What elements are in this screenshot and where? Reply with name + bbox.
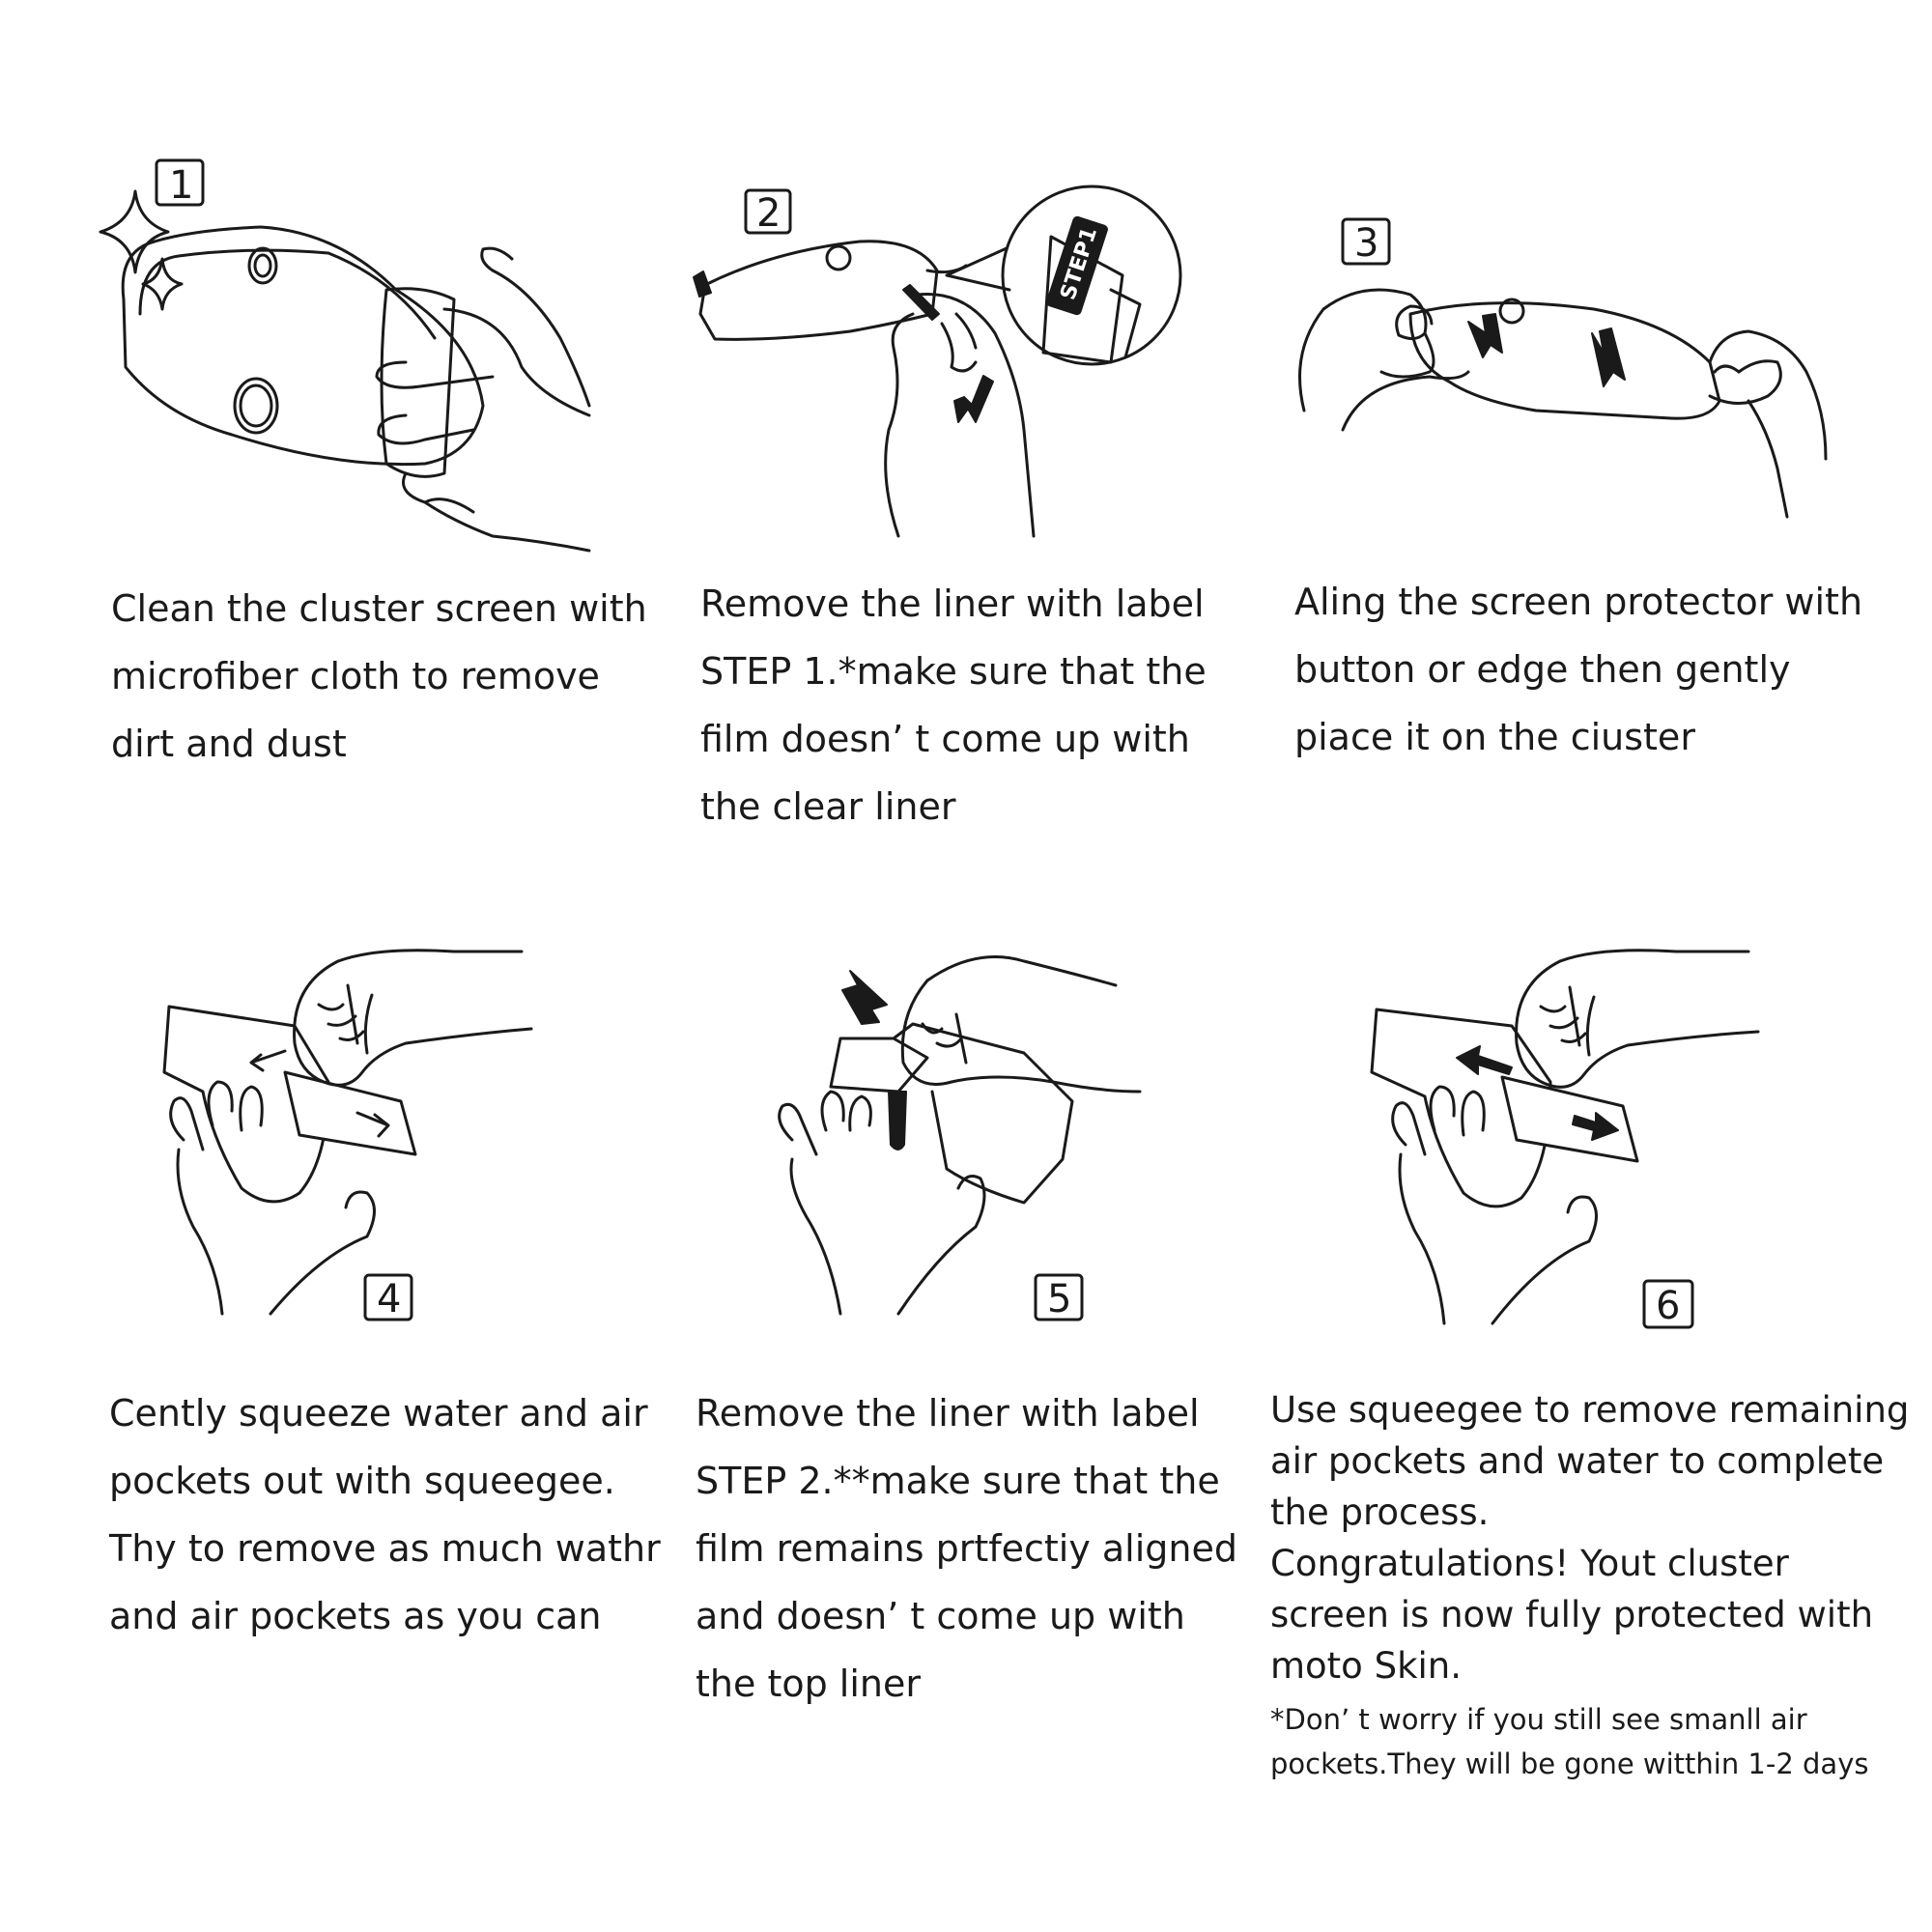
step-4-illustration: 4 bbox=[126, 947, 570, 1323]
step-3-badge: 3 bbox=[1341, 217, 1391, 266]
step-1-number: 1 bbox=[169, 163, 193, 208]
step-3-caption: Aling the screen protector with button o… bbox=[1294, 581, 1863, 758]
screen-protector bbox=[1408, 301, 1721, 420]
hand-icon bbox=[1391, 949, 1760, 1325]
step-4-caption: Cently squeeze water and air pockets out… bbox=[109, 1392, 661, 1637]
hand-icon bbox=[169, 949, 533, 1316]
down-arrow-icon bbox=[1591, 327, 1626, 387]
step-6-caption: Use squeegee to remove remaining air poc… bbox=[1270, 1389, 1910, 1687]
step-5-number: 5 bbox=[1047, 1277, 1071, 1321]
sparkle-icon bbox=[99, 189, 170, 274]
magnifier-callout: STEP1 bbox=[945, 185, 1182, 366]
step-3-illustration: 3 bbox=[1285, 217, 1835, 519]
step-1-caption: Clean the cluster screen with microfiber… bbox=[111, 587, 647, 765]
hand-icon bbox=[884, 284, 1036, 538]
step-2-badge: 2 bbox=[744, 188, 792, 236]
cluster-screen bbox=[121, 225, 485, 467]
hand-icon bbox=[778, 955, 1142, 1316]
step-5-illustration: 5 bbox=[734, 947, 1159, 1323]
cluster-screen bbox=[829, 1037, 929, 1094]
press-arrow-icon bbox=[841, 970, 888, 1025]
microfiber-cloth bbox=[380, 287, 456, 478]
squeegee bbox=[1500, 1075, 1639, 1163]
step-1-illustration: 1 bbox=[87, 145, 628, 553]
step-1-badge: 1 bbox=[155, 158, 205, 208]
arrow-icon bbox=[1456, 1045, 1513, 1075]
step-6-illustration: 6 bbox=[1343, 947, 1806, 1333]
squeegee bbox=[283, 1070, 417, 1156]
hand-icon bbox=[1298, 288, 1828, 519]
step-6-note: *Don’ t worry if you still see smanll ai… bbox=[1270, 1703, 1869, 1780]
peel-arrow-icon bbox=[953, 375, 994, 423]
step-6-badge: 6 bbox=[1642, 1279, 1694, 1329]
step-4-badge: 4 bbox=[363, 1273, 413, 1321]
step-4-number: 4 bbox=[377, 1277, 401, 1321]
step-2-illustration: 2 STEP1 bbox=[686, 169, 1227, 538]
step-2-caption: Remove the liner with label STEP 1.*make… bbox=[700, 582, 1207, 828]
step-5-badge: 5 bbox=[1034, 1273, 1084, 1321]
down-arrow-icon bbox=[1467, 313, 1503, 358]
arrow-icon bbox=[355, 1111, 390, 1138]
step-5-caption: Remove the liner with label STEP 2.**mak… bbox=[696, 1392, 1238, 1705]
sparkle-icon bbox=[141, 257, 184, 311]
step-6-number: 6 bbox=[1656, 1284, 1680, 1328]
hand-icon bbox=[375, 246, 591, 553]
step-3-number: 3 bbox=[1354, 221, 1378, 266]
arrow-icon bbox=[1572, 1112, 1619, 1141]
arrow-icon bbox=[249, 1049, 287, 1072]
cluster-screen bbox=[698, 240, 939, 341]
step-2-number: 2 bbox=[756, 191, 781, 236]
